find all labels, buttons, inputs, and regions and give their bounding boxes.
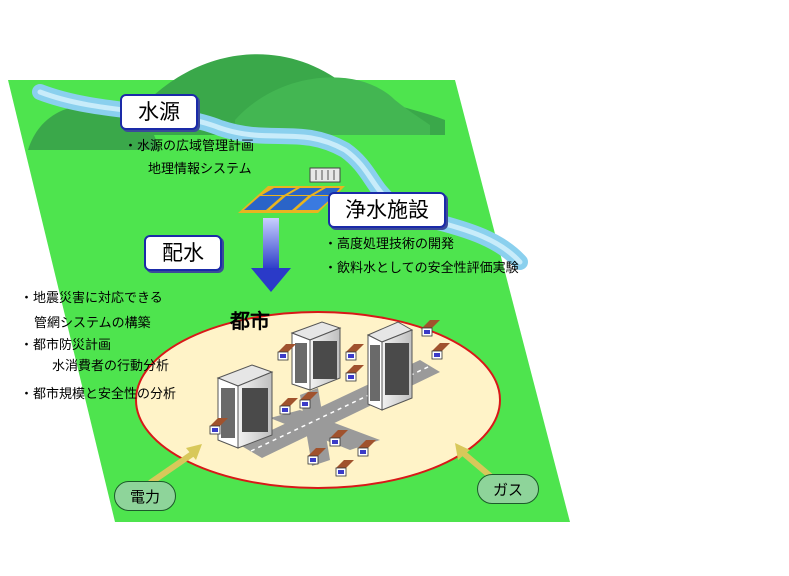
water-source-box: 水源	[120, 94, 198, 130]
city-note-1: ・地震災害に対応できる	[20, 291, 163, 306]
building	[290, 321, 342, 391]
city-note-5: ・都市規模と安全性の分析	[20, 387, 177, 402]
building	[366, 321, 414, 411]
distribution-box: 配水	[144, 235, 222, 271]
treatment-plant-icon	[238, 167, 345, 213]
city-note-2: 管網システムの構築	[34, 316, 151, 331]
treatment-note-1: ・高度処理技術の開発	[324, 237, 455, 252]
source-note-1: ・水源の広域管理計画	[124, 139, 255, 154]
houses	[209, 320, 450, 477]
building	[216, 364, 274, 449]
distribution-arrow	[251, 218, 291, 292]
city-note-4: 水消費者の行動分析	[52, 359, 170, 374]
treatment-note-2: ・飲料水としての安全性評価実験	[324, 261, 519, 276]
power-label: 電力	[114, 481, 176, 511]
city-note-3: ・都市防災計画	[20, 338, 112, 353]
source-note-2: 地理情報システム	[148, 162, 252, 177]
city-title: 都市	[230, 309, 270, 333]
treatment-plant-box: 浄水施設	[328, 192, 446, 228]
gas-label: ガス	[477, 474, 539, 504]
power-arrow	[148, 444, 202, 486]
